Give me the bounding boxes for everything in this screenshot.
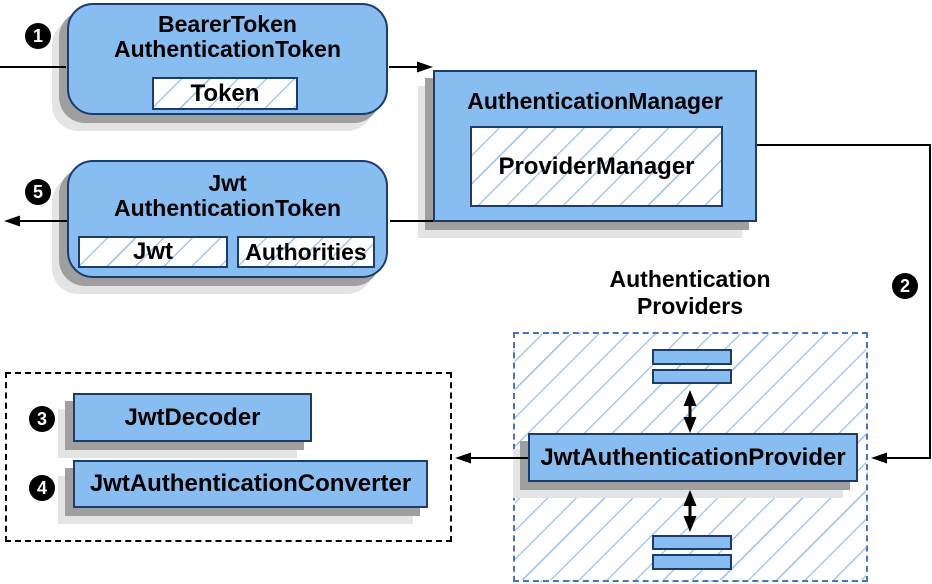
jwt-field: Jwt [78,236,228,268]
authentication-providers-heading: Authentication Providers [555,266,825,320]
step-1-badge: 1 [25,23,51,49]
step-2-badge: 2 [892,273,918,299]
provider-slot-bar [652,535,732,550]
arrowhead-bearer-to-manager [417,61,433,73]
jwt-token-title-line1: Jwt [208,170,247,196]
provider-slot-bar [652,349,732,365]
decoder-converter-region [5,372,452,542]
bearer-token-title-line1: BearerToken [158,11,297,37]
token-field: Token [152,77,298,110]
jwt-authentication-converter-node: JwtAuthenticationConverter [73,460,428,508]
authorities-field: Authorities [237,236,375,268]
step-4-badge: 4 [29,475,55,501]
bearer-token-title-line2: AuthenticationToken [113,36,341,62]
provider-slot-bar [652,554,732,570]
providers-heading-line2: Providers [636,293,744,319]
arrowhead-step5-response-out [4,215,20,227]
authentication-manager-title: AuthenticationManager [467,88,723,114]
arrowhead-manager-to-provider [871,452,887,464]
jwt-decoder-node: JwtDecoder [73,393,312,442]
jwt-token-title-line2: AuthenticationToken [113,195,341,221]
providers-heading-line1: Authentication [609,266,771,292]
bearer-token-authentication-token-node: BearerToken AuthenticationToken [67,3,388,115]
arrowhead-provider-to-decoder-group [455,452,471,464]
jwt-authentication-provider-node: JwtAuthenticationProvider [528,433,858,482]
provider-slot-bar [652,369,732,384]
provider-manager-field: ProviderManager [470,126,723,207]
step-5-badge: 5 [25,179,51,205]
step-3-badge: 3 [29,406,55,432]
